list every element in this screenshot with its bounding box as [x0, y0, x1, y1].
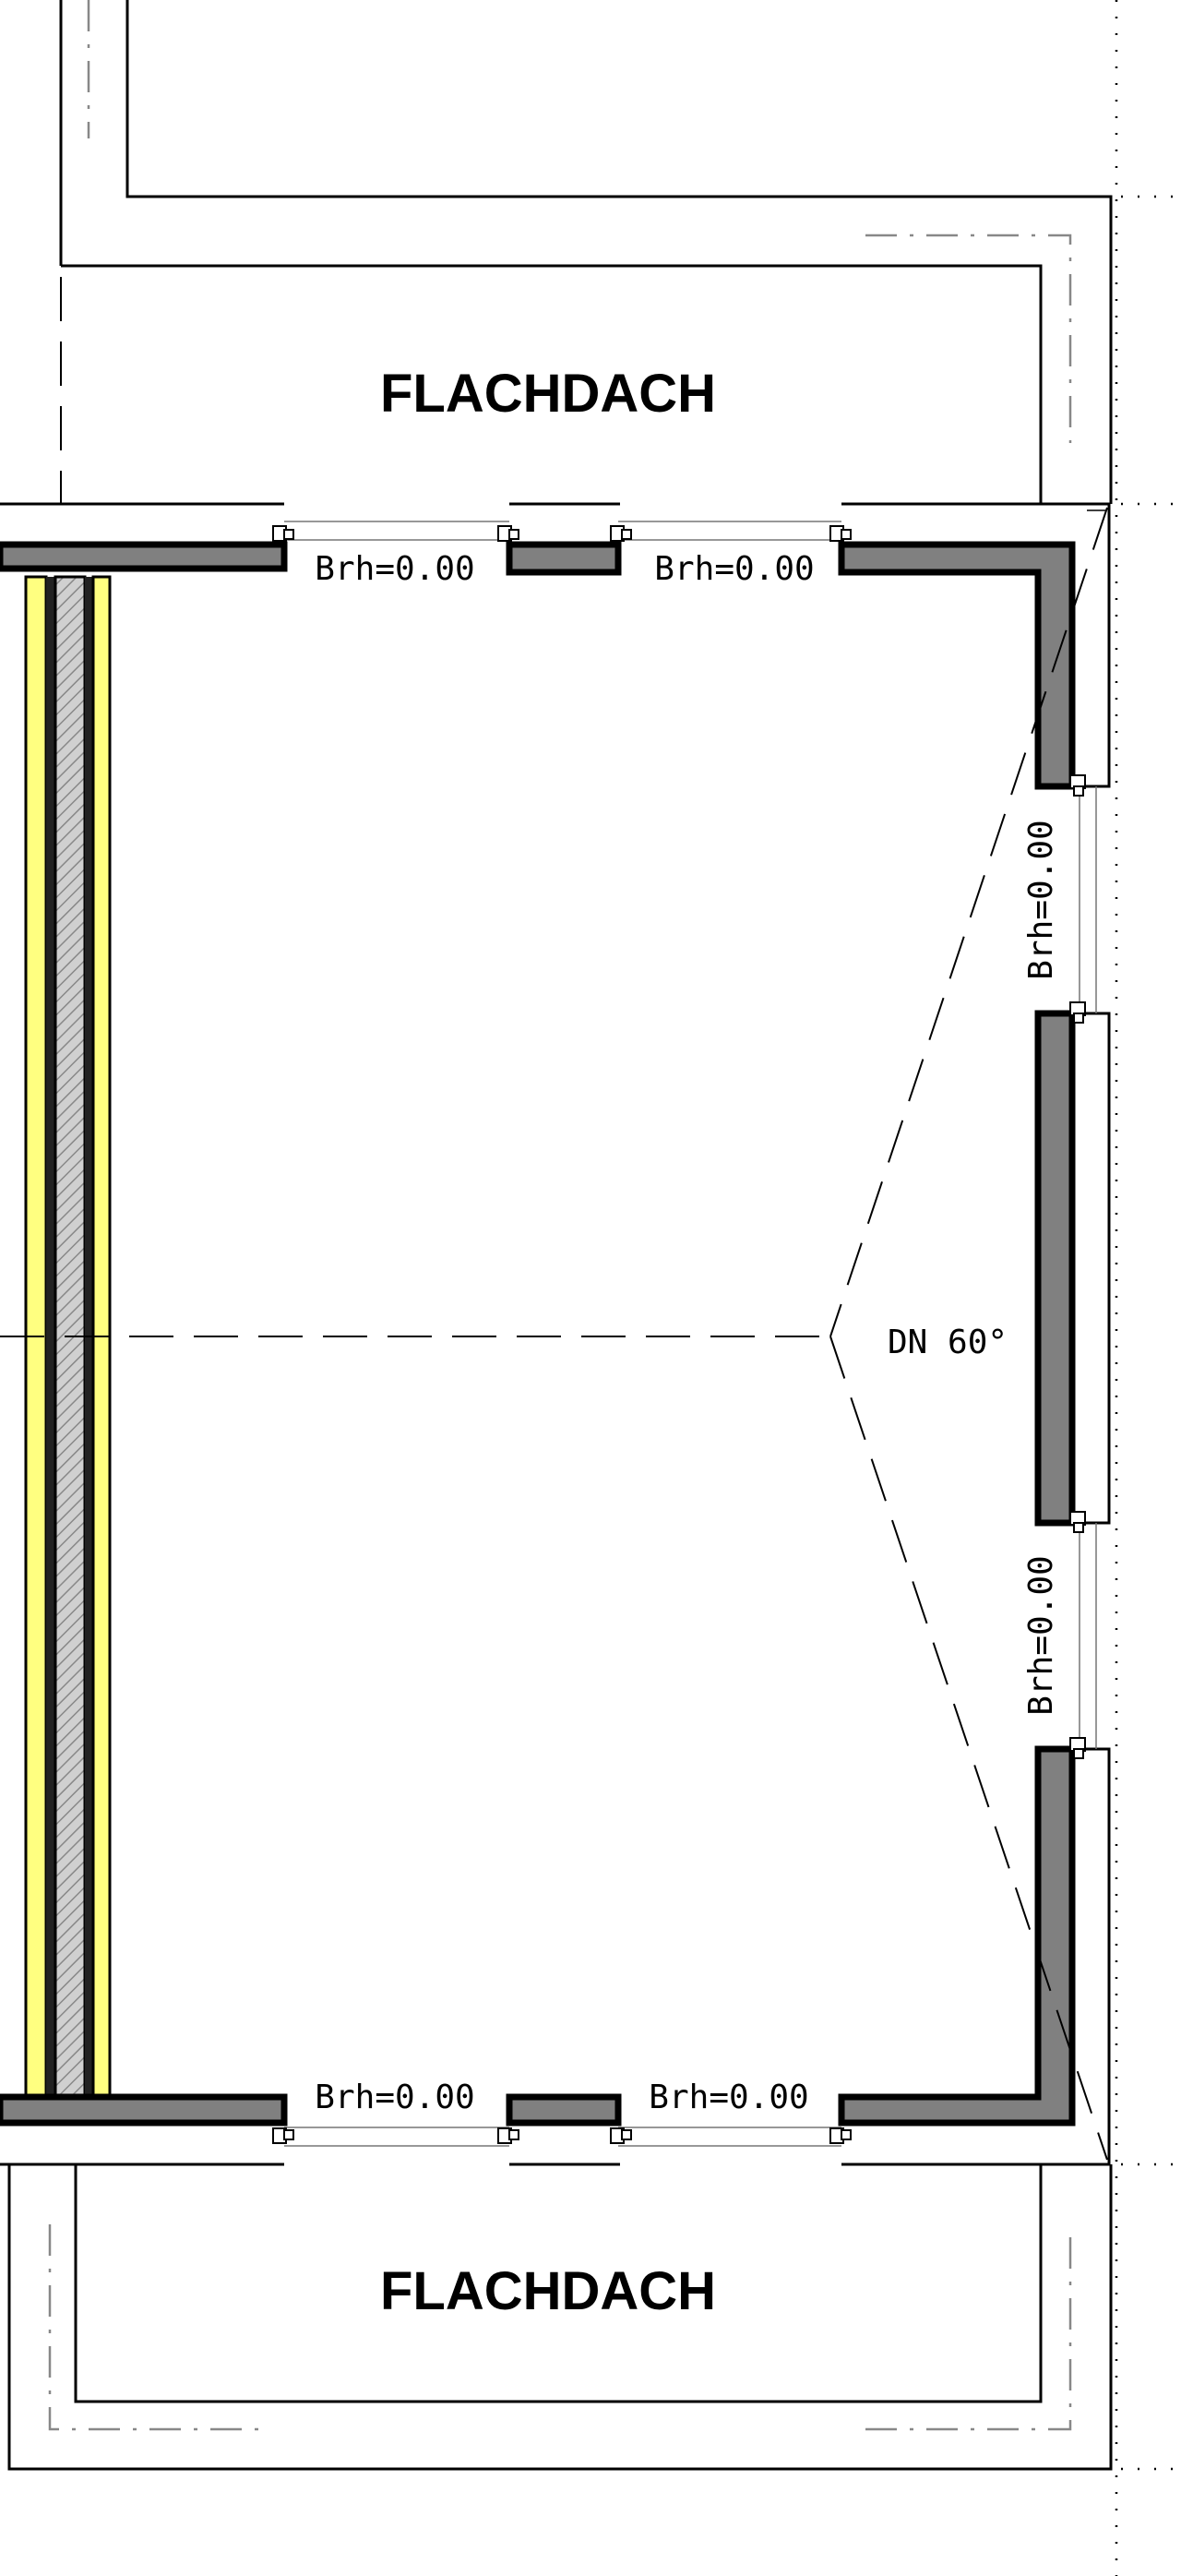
walls [0, 541, 1076, 2127]
grid-line-right [1115, 0, 1181, 2576]
window-label-right-lower: Brh=0.00 [1022, 1555, 1060, 1715]
roof-pitch-label: DN 60° [888, 1324, 1008, 1361]
roof-hip-lines [0, 507, 1108, 2161]
window-label-bottom-left: Brh=0.00 [315, 2079, 474, 2116]
window-label-bottom-right: Brh=0.00 [649, 2079, 808, 2116]
lower-roof-outline [7, 2164, 1113, 2471]
upper-roof-outline [59, 0, 1113, 504]
window-openings [272, 521, 1097, 2147]
room-outer-contour [0, 502, 1111, 2166]
window-label-top-right: Brh=0.00 [654, 550, 814, 588]
roof-label-top: FLACHDACH [380, 364, 716, 424]
roof-label-bottom: FLACHDACH [380, 2261, 716, 2321]
window-label-right-upper: Brh=0.00 [1022, 820, 1060, 979]
window-label-top-left: Brh=0.00 [315, 550, 474, 588]
